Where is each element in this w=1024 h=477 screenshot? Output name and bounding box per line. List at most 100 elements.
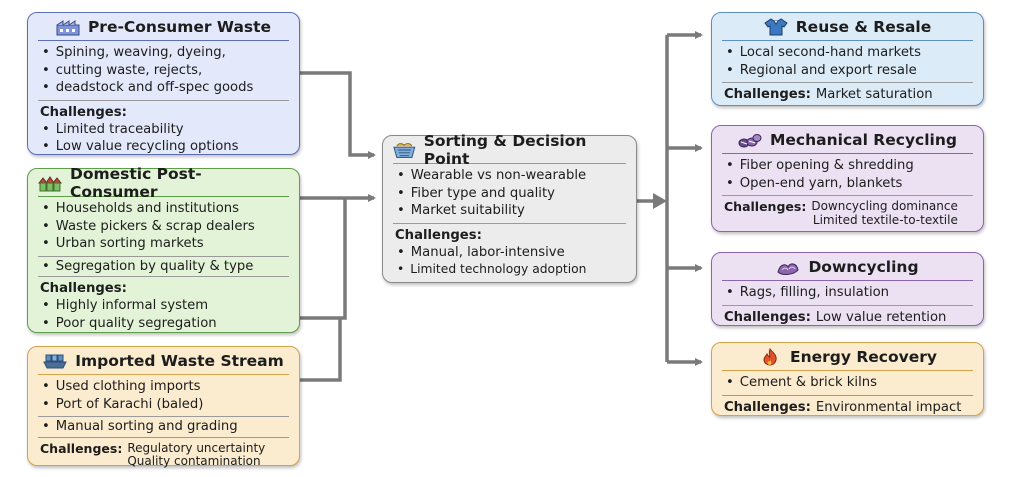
imported-header: Imported Waste Stream — [38, 347, 289, 375]
reuse-items: Local second-hand markets Regional and e… — [720, 41, 975, 82]
reuse-challenges: Challenges: Market saturation — [720, 83, 975, 103]
challenge-text: Regulatory uncertainty — [127, 440, 266, 455]
challenge-text: Market saturation — [815, 87, 933, 102]
domestic-post-consumer-box: Domestic Post-Consumer Households and in… — [27, 165, 300, 335]
connector-pre-consumer — [300, 71, 376, 159]
mechanical-recycling-box: Mechanical Recycling Fiber opening & shr… — [711, 125, 984, 232]
pre-consumer-title: Pre-Consumer Waste — [87, 17, 272, 36]
challenges-label: Challenges: — [724, 199, 807, 214]
pre-consumer-waste-box: Pre-Consumer Waste Spining, weaving, dye… — [27, 12, 300, 155]
divider — [722, 195, 973, 196]
mechanical-items: Fiber opening & shredding Open-end yarn,… — [720, 154, 975, 195]
downcycling-header: Downcycling — [722, 253, 973, 281]
rags-icon — [777, 262, 799, 275]
downcycling-challenges: Challenges: Low value retention — [720, 306, 975, 326]
mechanical-challenges: Challenges: Downcycling dominance Limite… — [720, 196, 975, 227]
imported-title: Imported Waste Stream — [75, 351, 284, 370]
list-item: Highly informal system — [42, 297, 291, 315]
downcycling-items: Rags, filling, insulation — [720, 281, 975, 305]
flame-icon — [763, 347, 777, 366]
shirt-icon — [764, 17, 788, 35]
challenge-text: Environmental impact — [815, 399, 962, 415]
fiber-bales-icon — [738, 133, 762, 147]
energy-header: Energy Recovery — [722, 343, 973, 371]
divider — [38, 416, 289, 417]
domestic-challenges: Highly informal system Poor quality segr… — [36, 297, 291, 335]
divider — [38, 99, 289, 101]
challenge-text: Limited textile-to-textile — [812, 212, 958, 227]
sorting-decision-point-box: Sorting & Decision Point Wearable vs non… — [382, 132, 637, 283]
imported-items: Used clothing imports Port of Karachi (b… — [36, 375, 291, 416]
list-item: Manual sorting and grading — [42, 418, 291, 436]
downcycling-title: Downcycling — [808, 257, 919, 276]
domestic-title: Domestic Post-Consumer — [69, 164, 202, 201]
list-item: Spining, weaving, dyeing, — [42, 44, 291, 62]
list-item: Households and institutions — [42, 200, 291, 218]
connector-domestic-lower — [300, 198, 347, 320]
challenge-text: Quality contamination — [127, 454, 261, 468]
divider — [38, 436, 289, 438]
reuse-header: Reuse & Resale — [722, 13, 973, 41]
energy-challenges: Challenges: Environmental impact — [720, 396, 975, 416]
connector-imported — [300, 318, 342, 382]
challenges-label: Challenges: — [395, 227, 482, 243]
sorting-header: Sorting & Decision Point — [393, 132, 626, 168]
list-item: Fiber type and quality — [397, 185, 628, 203]
list-item: Fiber opening & shredding — [726, 157, 975, 175]
imported-waste-stream-box: Imported Waste Stream Used clothing impo… — [27, 346, 300, 469]
clothes-basket-icon — [393, 142, 416, 158]
mechanical-header: Mechanical Recycling — [722, 126, 973, 154]
list-item: Port of Karachi (baled) — [42, 396, 291, 414]
list-item: Limited technology adoption — [397, 261, 628, 279]
list-item: Open-end yarn, blankets — [726, 175, 975, 193]
list-item: Regional and export resale — [726, 62, 975, 80]
pre-consumer-header: Pre-Consumer Waste — [38, 13, 289, 41]
pre-consumer-items: Spining, weaving, dyeing, cutting waste,… — [36, 41, 291, 100]
list-item: Local second-hand markets — [726, 44, 975, 62]
list-item: Cement & brick kilns — [726, 374, 975, 392]
challenges-label: Challenges: — [40, 281, 127, 296]
list-item: deadstock and off-spec goods — [42, 79, 291, 97]
divider — [722, 394, 973, 396]
list-item: cutting waste, rejects, — [42, 62, 291, 80]
reuse-title: Reuse & Resale — [795, 17, 932, 36]
domestic-items: Households and institutions Waste picker… — [36, 197, 291, 256]
energy-recovery-box: Energy Recovery Cement & brick kilns Cha… — [711, 342, 984, 416]
sorting-items: Wearable vs non-wearable Fiber type and … — [391, 164, 628, 223]
list-item: Used clothing imports — [42, 378, 291, 396]
list-item: Poor quality segregation — [42, 315, 291, 333]
divider — [38, 255, 289, 257]
imported-extra: Manual sorting and grading — [36, 417, 291, 437]
houses-icon — [38, 175, 62, 191]
domestic-extra: Segregation by quality & type — [36, 257, 291, 277]
list-item: Limited traceability — [42, 121, 291, 139]
list-item: Urban sorting markets — [42, 235, 291, 253]
pre-consumer-challenges: Limited traceability Low value recycling… — [36, 121, 291, 159]
imported-challenges: Challenges: Regulatory uncertainty Quali… — [36, 438, 291, 469]
list-item: Wearable vs non-wearable — [397, 167, 628, 185]
challenges-label: Challenges: — [724, 399, 811, 415]
divider — [393, 222, 626, 224]
mechanical-title: Mechanical Recycling — [769, 130, 957, 149]
list-item: Manual, labor-intensive — [397, 244, 628, 262]
factory-icon — [56, 19, 80, 35]
challenges-label: Challenges: — [40, 104, 127, 120]
container-ship-icon — [43, 354, 67, 368]
sorting-title: Sorting & Decision Point — [423, 131, 587, 168]
list-item: Segregation by quality & type — [42, 258, 291, 276]
list-item: Rags, filling, insulation — [726, 284, 975, 302]
list-item: Market suitability — [397, 202, 628, 220]
divider — [38, 276, 289, 277]
challenges-label: Challenges: — [724, 87, 811, 102]
list-item: Low value recycling options — [42, 138, 291, 156]
downcycling-box: Downcycling Rags, filling, insulation Ch… — [711, 252, 984, 326]
challenge-text: Low value retention — [815, 309, 947, 325]
domestic-header: Domestic Post-Consumer — [38, 165, 289, 201]
challenges-label: Challenges: — [40, 440, 123, 456]
reuse-resale-box: Reuse & Resale Local second-hand markets… — [711, 12, 984, 106]
list-item: Waste pickers & scrap dealers — [42, 218, 291, 236]
energy-items: Cement & brick kilns — [720, 371, 975, 395]
challenge-text: Downcycling dominance — [811, 199, 958, 213]
center-out-arrowhead — [653, 193, 667, 209]
